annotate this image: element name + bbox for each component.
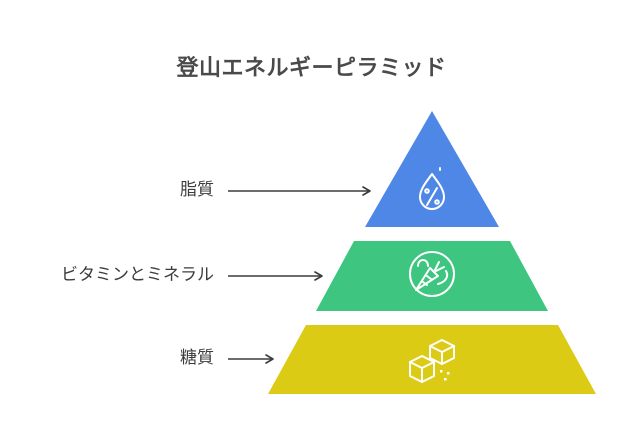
label-carbohydrates: 糖質: [180, 348, 214, 368]
sugar-cubes-icon: [409, 339, 455, 383]
page-title: 登山エネルギーピラミッド: [176, 56, 447, 81]
pyramid-layer-middle: [316, 241, 548, 311]
sugar-crumbs: [440, 370, 450, 381]
pyramid-layer-top: [365, 111, 499, 227]
label-fat: 脂質: [180, 180, 214, 200]
water-drop-percent-icon: [419, 167, 445, 210]
carrot-vegetables-icon: [409, 251, 455, 297]
label-vitamins-minerals: ビタミンとミネラル: [61, 265, 214, 285]
